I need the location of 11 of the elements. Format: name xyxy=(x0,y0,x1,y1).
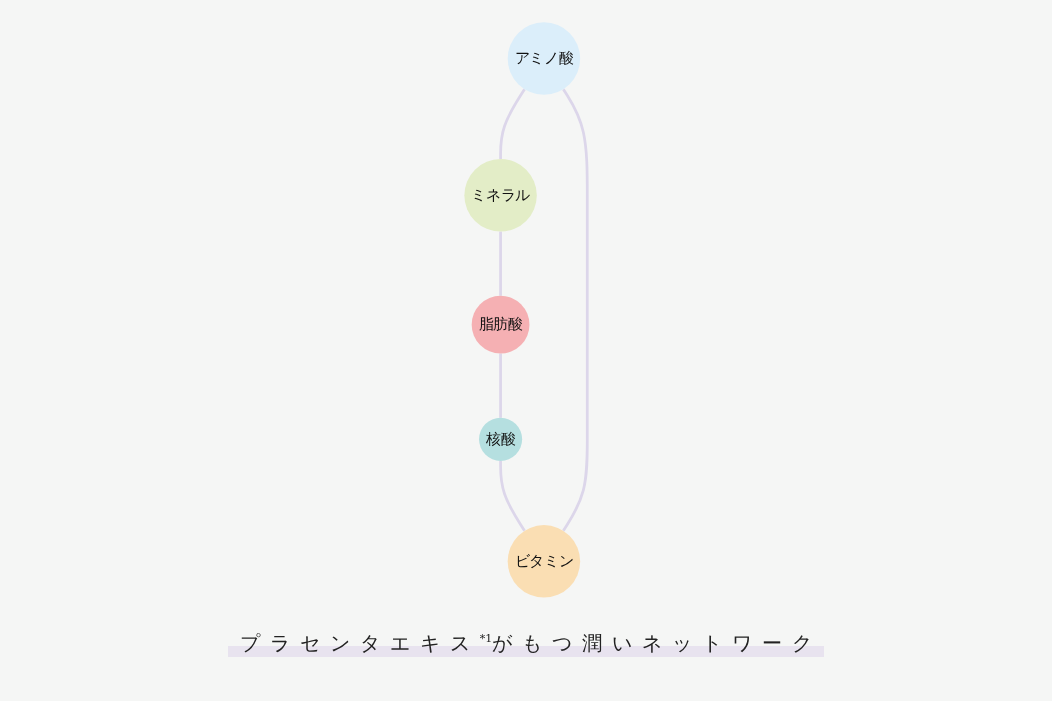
connector xyxy=(499,88,526,160)
node-circle: ミネラル xyxy=(464,159,537,232)
connector xyxy=(499,460,526,532)
node-circle: 脂肪酸 xyxy=(471,295,530,354)
connector xyxy=(499,231,503,296)
connector xyxy=(499,353,503,418)
node-circle: 核酸 xyxy=(479,417,523,461)
node-circle: アミノ酸 xyxy=(507,22,581,95)
node-circle: ビタミン xyxy=(507,525,581,598)
connector xyxy=(562,88,589,532)
caption: プラセンタエキス$^{*1}$がもつ潤いネットワーク xyxy=(227,630,825,657)
